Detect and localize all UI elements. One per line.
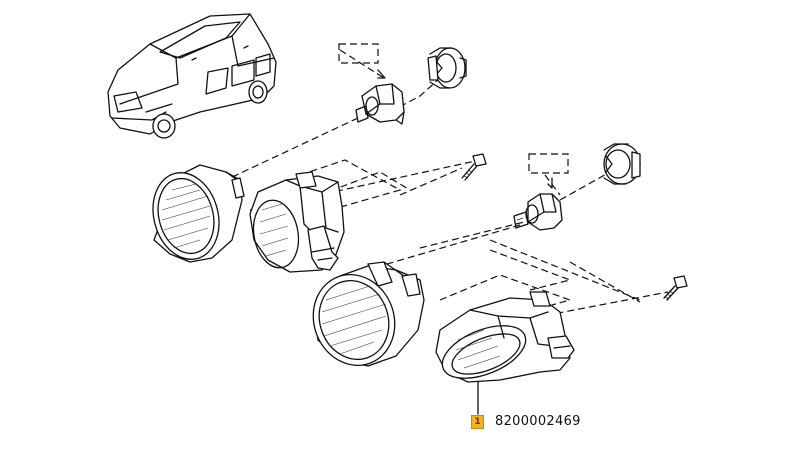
screw-icon [461,153,487,181]
part-number-label[interactable]: 8200002469 [495,414,581,429]
arrow-lower [547,177,553,189]
bulb-holder-icon [427,47,467,89]
fog-lamp-housing-icon [249,171,345,273]
car-illustration-icon [107,13,277,139]
fog-lamp-icon [312,261,425,367]
part-reference-marker[interactable]: 1 [471,415,484,429]
screw-icon [663,275,688,301]
bulb-icon [513,193,563,231]
fog-lamp-icon [152,164,245,263]
arrow-upper [377,69,386,79]
bulb-locator-box-upper [338,43,379,64]
bulb-holder-icon [603,143,641,185]
bulb-locator-box-lower [528,153,569,174]
lamp-bezel-icon [435,291,575,383]
bulb-icon [355,83,405,125]
